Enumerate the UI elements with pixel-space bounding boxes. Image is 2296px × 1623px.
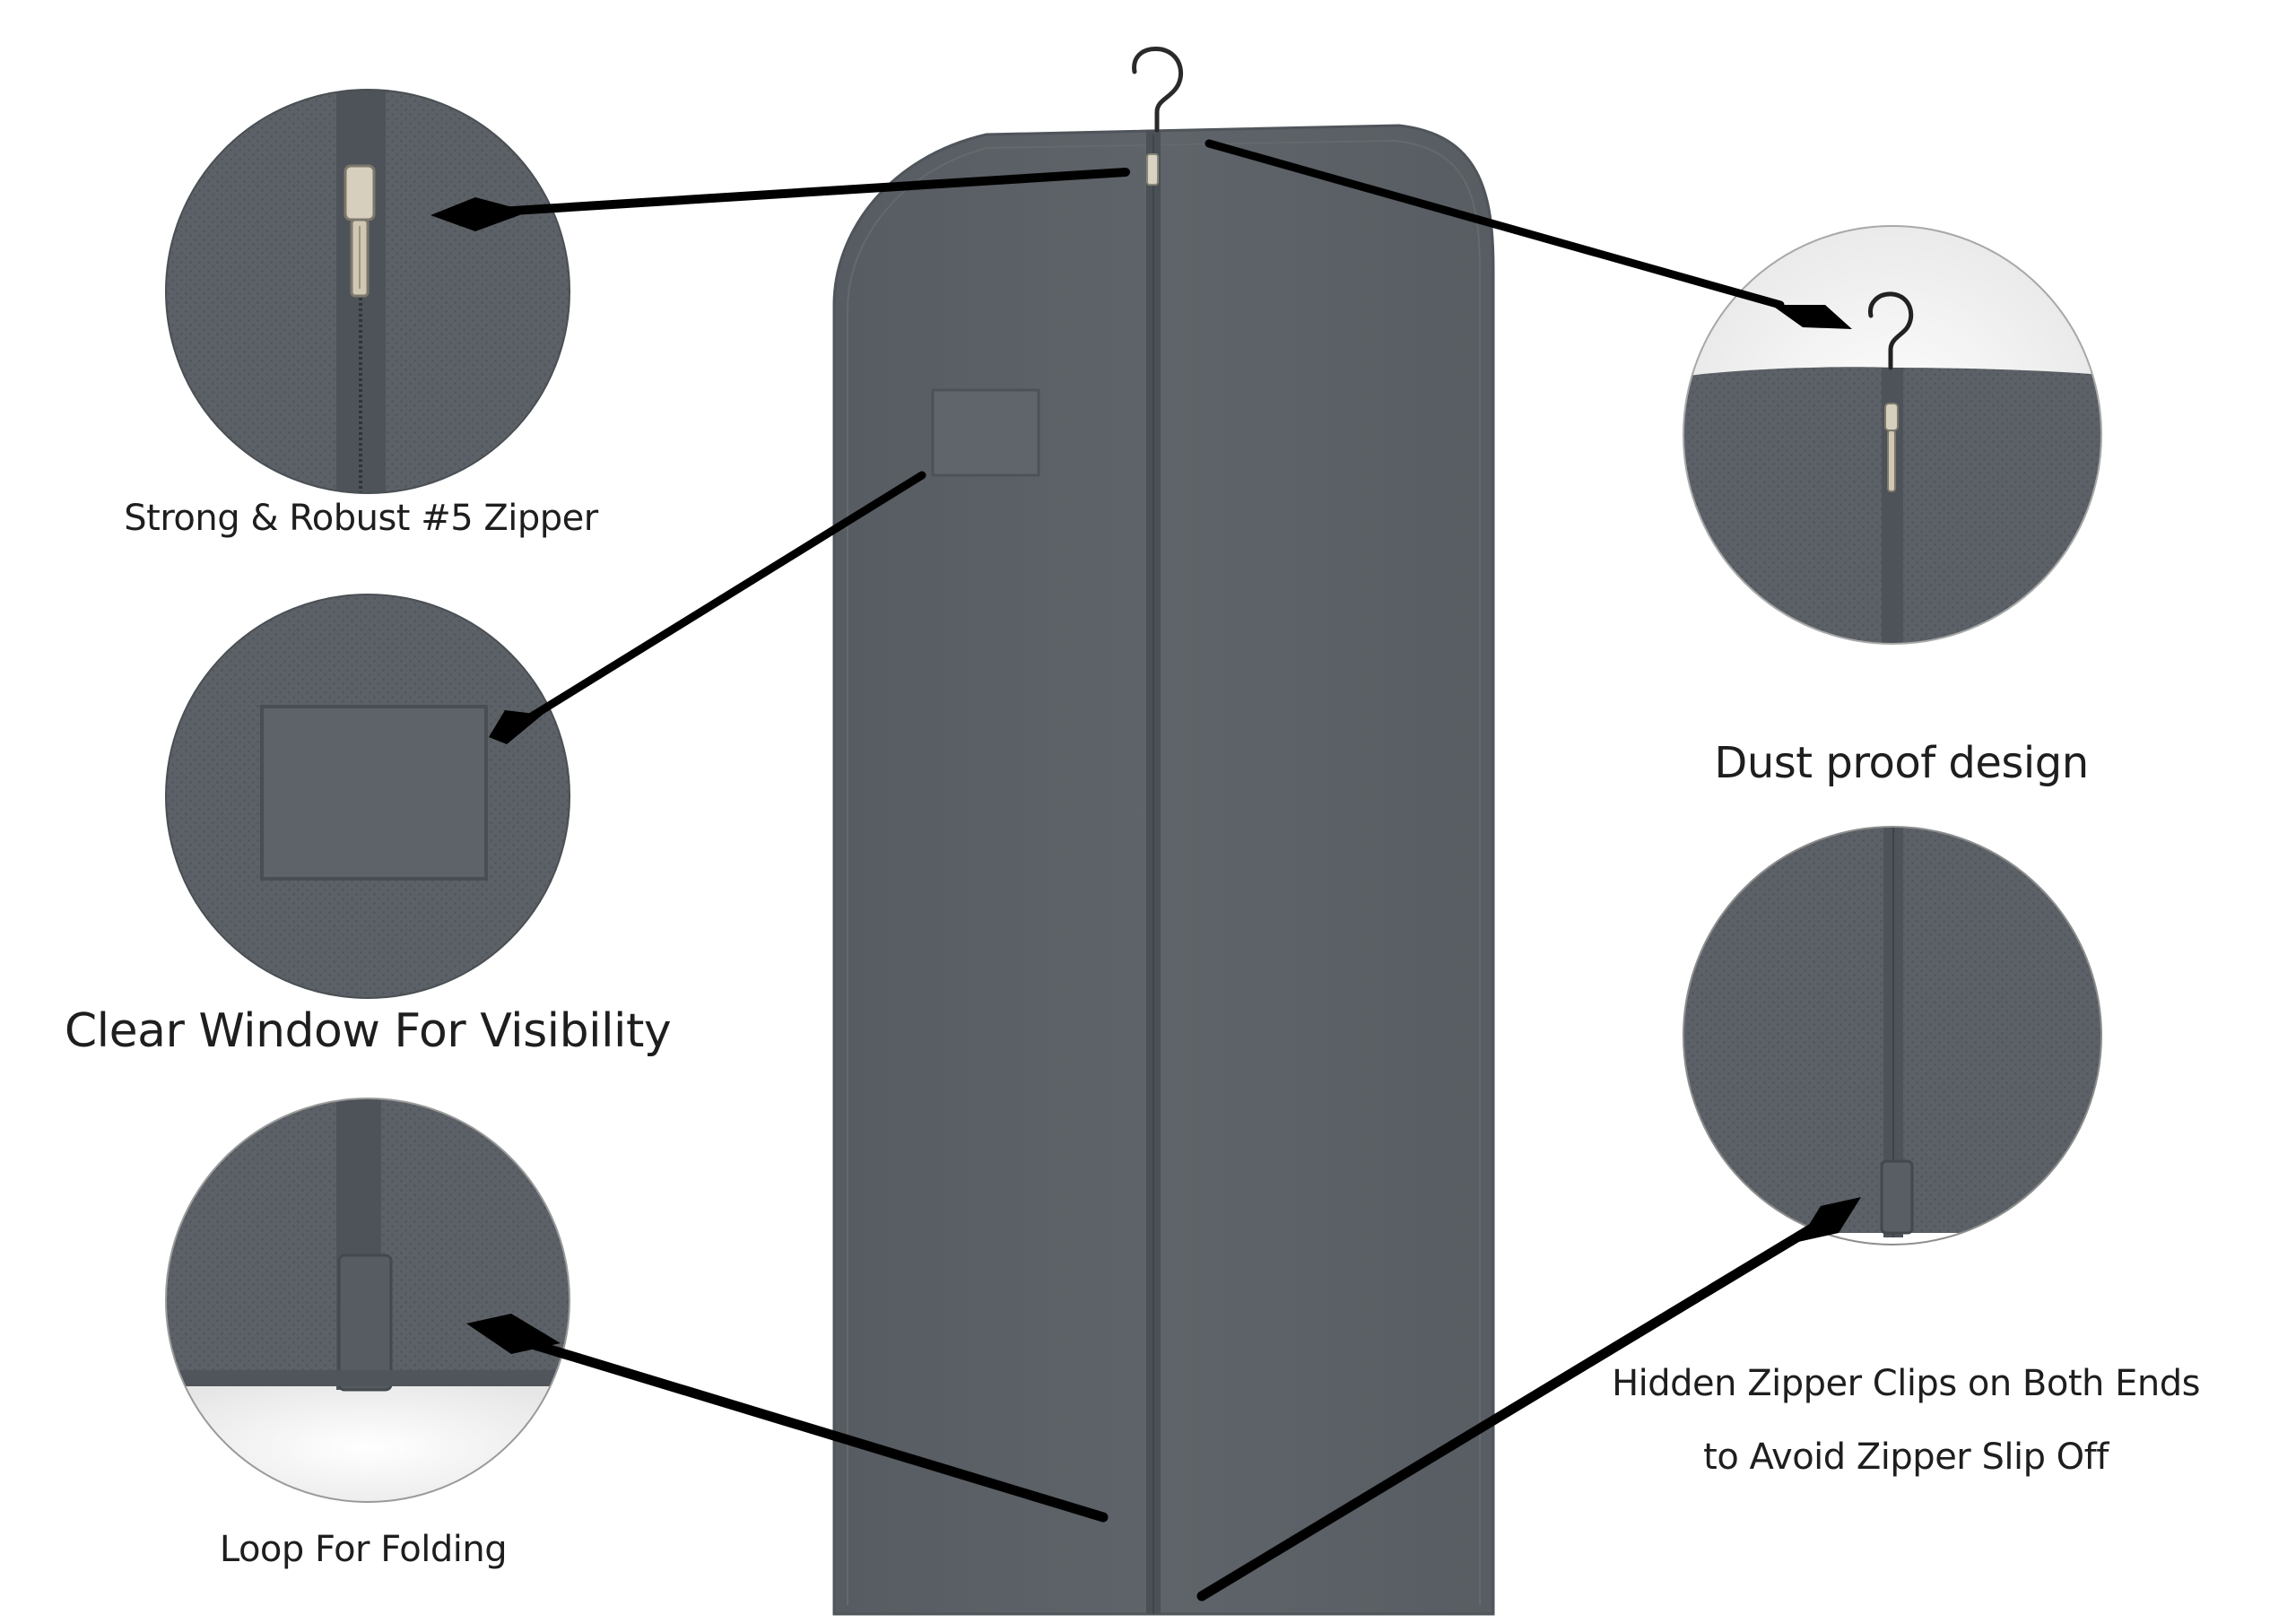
hidden-zipper-closeup: [1683, 827, 2101, 1245]
pointer-dust-arrow-icon: [1771, 305, 1852, 329]
garment-bag: [832, 124, 1495, 1616]
pointer-dust: [1205, 139, 1785, 309]
pointer-lines: [430, 139, 1861, 1601]
bag-body: [832, 124, 1495, 1616]
window-closeup: [166, 595, 570, 998]
label-strong-zipper: Strong & Robust #5 Zipper: [124, 498, 598, 539]
label-hidden-clips-1: Hidden Zipper Clips on Both Ends: [1612, 1363, 2200, 1404]
pointer-zipper: [480, 168, 1130, 217]
pointer-window-arrow-icon: [489, 710, 543, 744]
hanger-hook-icon: [1132, 47, 1184, 133]
pointer-hidden: [1196, 1223, 1817, 1601]
dust-proof-closeup: [1683, 226, 2101, 644]
label-hidden-clips-2: to Avoid Zipper Slip Off: [1703, 1436, 2109, 1478]
label-dust-proof: Dust proof design: [1714, 738, 2089, 788]
pointer-hidden-arrow-icon: [1798, 1197, 1861, 1242]
label-loop-folding: Loop For Folding: [219, 1529, 508, 1570]
pointer-loop-arrow-icon: [466, 1314, 561, 1354]
pointer-loop: [515, 1335, 1109, 1523]
loop-closeup: [166, 1098, 570, 1502]
bag-clear-window: [931, 388, 1040, 477]
pointer-window: [511, 471, 926, 731]
pointer-zipper-arrow-icon: [430, 197, 529, 231]
bag-zipper-pull: [1146, 153, 1159, 186]
zipper-closeup: [166, 90, 570, 493]
label-clear-window: Clear Window For Visibility: [64, 1004, 672, 1058]
